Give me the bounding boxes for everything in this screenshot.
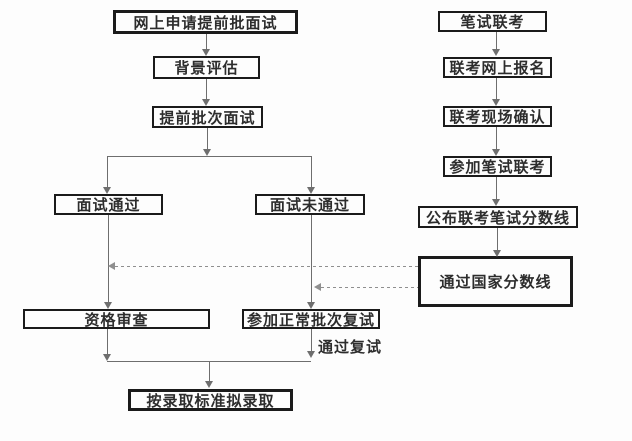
arrowhead-down-icon <box>103 187 111 194</box>
connector-review-to-join <box>107 329 108 354</box>
connector-take-to-publish <box>496 177 497 199</box>
arrowhead-down-icon <box>203 149 211 156</box>
connector-exam-to-register <box>496 32 497 50</box>
arrowhead-down-icon <box>205 381 213 388</box>
node-publish-score-line: 公布联考笔试分数线 <box>418 206 578 228</box>
node-written-exam: 笔试联考 <box>438 11 547 32</box>
connector-split-bar <box>107 156 311 157</box>
dashed-national-to-fail-branch <box>321 287 418 288</box>
arrowhead-down-icon <box>104 302 112 309</box>
connector-pass-to-review <box>108 215 109 302</box>
arrowhead-down-icon <box>492 49 500 56</box>
connector-apply-to-eval <box>206 34 207 50</box>
connector-fail-to-retest <box>311 215 312 302</box>
arrowhead-down-icon <box>307 187 315 194</box>
connector-join-to-admission <box>209 362 210 381</box>
node-background-eval: 背景评估 <box>153 56 260 79</box>
node-interview-pass: 面试通过 <box>54 194 163 215</box>
connector-split-to-fail <box>311 156 312 187</box>
connector-publish-to-national <box>497 228 498 250</box>
arrowhead-down-icon <box>492 149 500 156</box>
node-normal-retest: 参加正常批次复试 <box>242 309 380 329</box>
connector-interview-to-split <box>207 128 208 150</box>
arrowhead-down-icon <box>492 199 500 206</box>
node-exam-online-register: 联考网上报名 <box>443 57 552 78</box>
arrowhead-down-icon <box>492 99 500 106</box>
node-interview-fail: 面试未通过 <box>255 194 365 215</box>
node-final-admission: 按录取标准拟录取 <box>128 389 293 411</box>
connector-split-to-pass <box>107 156 108 187</box>
node-qualification-review: 资格审查 <box>23 309 210 329</box>
edge-label-pass-retest: 通过复试 <box>318 339 383 356</box>
connector-register-to-confirm <box>496 78 497 99</box>
arrowhead-down-icon <box>202 49 210 56</box>
node-exam-onsite-confirm: 联考现场确认 <box>443 106 552 127</box>
arrowhead-left-icon <box>314 283 321 291</box>
connector-confirm-to-take <box>496 127 497 149</box>
connector-join-bar <box>107 361 311 362</box>
dashed-national-to-pass-branch <box>115 266 418 267</box>
node-take-written-exam: 参加笔试联考 <box>443 156 552 177</box>
connector-eval-to-interview <box>206 79 207 100</box>
arrowhead-down-icon <box>103 354 111 361</box>
arrowhead-down-icon <box>307 351 315 358</box>
node-apply-online: 网上申请提前批面试 <box>113 10 298 34</box>
arrowhead-down-icon <box>307 302 315 309</box>
arrowhead-down-icon <box>202 99 210 106</box>
node-early-interview: 提前批次面试 <box>152 106 263 128</box>
arrowhead-left-icon <box>108 262 115 270</box>
arrowhead-down-icon <box>493 250 501 257</box>
node-pass-national-line: 通过国家分数线 <box>418 256 573 307</box>
connector-retest-to-join <box>311 329 312 351</box>
